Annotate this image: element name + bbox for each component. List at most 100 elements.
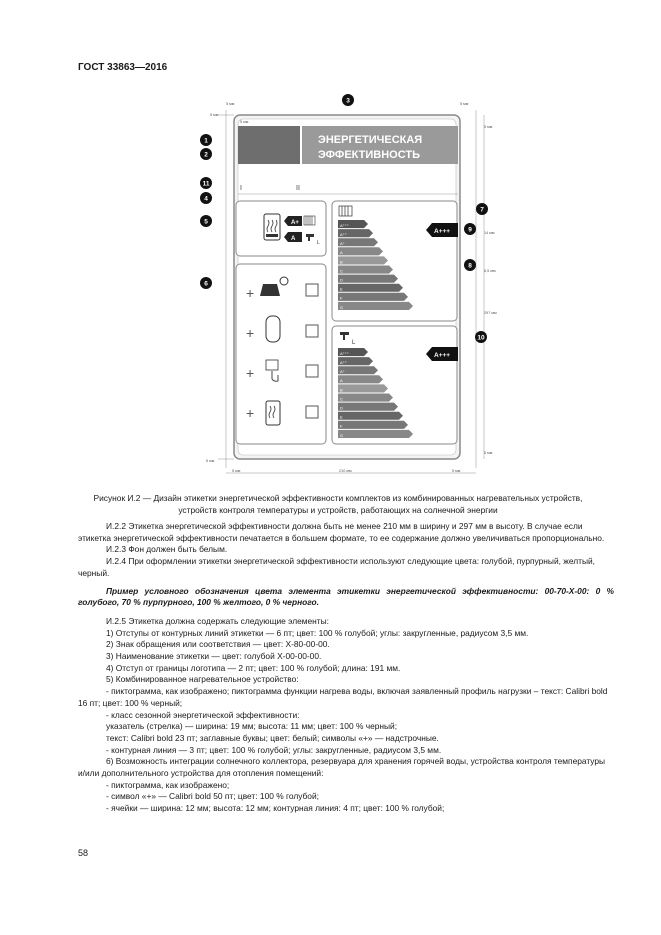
scale-label: B	[340, 259, 343, 264]
marker-4	[200, 192, 212, 204]
checkbox-solar	[305, 283, 319, 297]
plus-symbol-3: +	[246, 365, 254, 381]
thermostat-hand-icon	[265, 359, 279, 371]
tank-icon	[265, 315, 281, 343]
dim-right-65: 6,5 мм	[484, 269, 496, 273]
dim-right-bottom: 5 мм	[484, 451, 493, 455]
scale-bar	[338, 220, 368, 229]
marker-label: 10	[477, 334, 485, 341]
plus-symbol-4: +	[246, 405, 254, 421]
list-item: 3) Наименование этикетки — цвет: голубой…	[106, 651, 322, 662]
marker-6	[200, 277, 212, 289]
list-item: текст: Calibri bold 23 пт; заглавные бук…	[106, 732, 439, 743]
class-arrow-water-text: A+++	[434, 352, 450, 359]
marker-label: 11	[203, 180, 210, 187]
scale-label: A	[340, 378, 343, 383]
class-water-text: A	[291, 236, 296, 242]
arrow-heating-class	[284, 216, 302, 226]
dim-bottom-right: 5 мм	[452, 469, 461, 473]
scale-label: B	[340, 387, 343, 392]
scale-label: C	[340, 268, 343, 273]
document-body: И.2.2 Этикетка энергетической эффективно…	[78, 521, 614, 815]
list-item: - ячейки — ширина: 12 мм; высота: 12 мм;…	[106, 803, 445, 814]
scale-bar	[338, 292, 408, 301]
scale-label: A⁺⁺	[340, 232, 347, 237]
class-arrow-heating-text: A+++	[434, 228, 450, 235]
dim-bottom-left: 5 мм	[232, 469, 241, 473]
marker-label: 6	[204, 280, 208, 287]
class-arrow-water	[426, 347, 458, 361]
title-line1: ЭНЕРГЕТИЧЕСКАЯ	[318, 134, 422, 146]
scale-label: A⁺⁺⁺	[340, 223, 349, 228]
marker-label: 7	[480, 206, 484, 213]
scale-bar	[338, 348, 368, 357]
requirements-list: И.2.5 Этикетка должна содержать следующи…	[78, 616, 614, 815]
marker-5	[200, 215, 212, 227]
list-item: 5) Комбинированное нагревательное устрой…	[106, 674, 299, 685]
logo-block	[238, 126, 300, 164]
title-line2: ЭФФЕКТИВНОСТЬ	[318, 149, 420, 161]
integration-row-solar: +	[246, 276, 319, 301]
class-arrow-heating	[426, 223, 458, 237]
paragraph-2-4: И.2.4 При оформлении этикетки энергетиче…	[78, 556, 596, 578]
scale-bar	[338, 429, 413, 438]
radiator-icon-large	[338, 205, 353, 217]
scale-bar	[338, 357, 373, 366]
checkbox-thermostat	[305, 364, 319, 378]
marker-label: 3	[346, 97, 350, 104]
label-figure: ЭНЕРГЕТИЧЕСКАЯ ЭФФЕКТИВНОСТЬ I II A+ A L…	[196, 88, 506, 480]
list-item: - контурная линия — 3 пт; цвет: 100 % го…	[106, 744, 442, 755]
marker-label: 9	[468, 226, 472, 233]
scale-label: G	[340, 433, 343, 438]
scale-label: G	[340, 305, 343, 310]
dimension-lines	[218, 110, 485, 474]
dim-top-left2: 5 мм	[210, 113, 219, 117]
tap-icon-small	[306, 234, 314, 241]
marker-label: 8	[468, 262, 472, 269]
marker-10	[475, 331, 487, 343]
class-heating-text: A+	[291, 220, 299, 226]
energy-label-diagram: ЭНЕРГЕТИЧЕСКАЯ ЭФФЕКТИВНОСТЬ I II A+ A L…	[200, 94, 497, 474]
integration-row-thermostat: +	[246, 359, 319, 382]
scale-label: F	[340, 296, 343, 301]
scale-bar	[338, 384, 388, 393]
scale-bar	[338, 247, 383, 256]
paragraph-2-2: И.2.2 Этикетка энергетической эффективно…	[78, 521, 605, 543]
scale-bar	[338, 229, 373, 238]
scale-bar	[338, 402, 398, 411]
arrow-water-class	[284, 232, 302, 242]
list-item: - символ «+» — Calibri bold 50 пт; цвет:…	[106, 791, 319, 802]
list-item: И.2.5 Этикетка должна содержать следующи…	[106, 615, 329, 626]
marker-2	[200, 148, 212, 160]
scale-label: A	[340, 250, 343, 255]
scale-bar	[338, 366, 378, 375]
list-item: - пиктограмма, как изображено;	[106, 779, 230, 790]
heater-box	[235, 200, 327, 257]
integration-row-tank: +	[246, 315, 319, 343]
scale-bar	[338, 375, 383, 384]
marker-11	[200, 177, 212, 189]
checkbox-tank	[305, 324, 319, 338]
tick-two: II	[296, 185, 300, 192]
scale-label: A⁺	[340, 369, 345, 374]
boiler-icon-2	[265, 400, 281, 426]
plus-symbol-1: +	[246, 285, 254, 301]
dim-right-14: 14 мм	[484, 231, 495, 235]
scale-label: D	[340, 406, 343, 411]
marker-1	[200, 134, 212, 146]
tap-profile-large: L	[352, 340, 356, 346]
list-item: 1) Отступы от контурных линий этикетки —…	[106, 627, 529, 638]
scale-label: A⁺	[340, 241, 345, 246]
document-header: ГОСТ 33863—2016	[78, 62, 168, 73]
tap-icon-large	[340, 332, 349, 340]
integration-row-boiler: +	[246, 400, 319, 426]
marker-label: 4	[204, 195, 208, 202]
dim-top-inner: 5 мм	[240, 120, 249, 124]
integration-box	[235, 263, 327, 445]
scale-label: E	[340, 287, 343, 292]
figure-caption: Рисунок И.2 — Дизайн этикетки энергетиче…	[93, 493, 583, 515]
scale-label: D	[340, 278, 343, 283]
list-item: - класс сезонной энергетической эффектив…	[106, 709, 300, 720]
scale-bar	[338, 420, 408, 429]
checkbox-boiler	[305, 405, 319, 419]
